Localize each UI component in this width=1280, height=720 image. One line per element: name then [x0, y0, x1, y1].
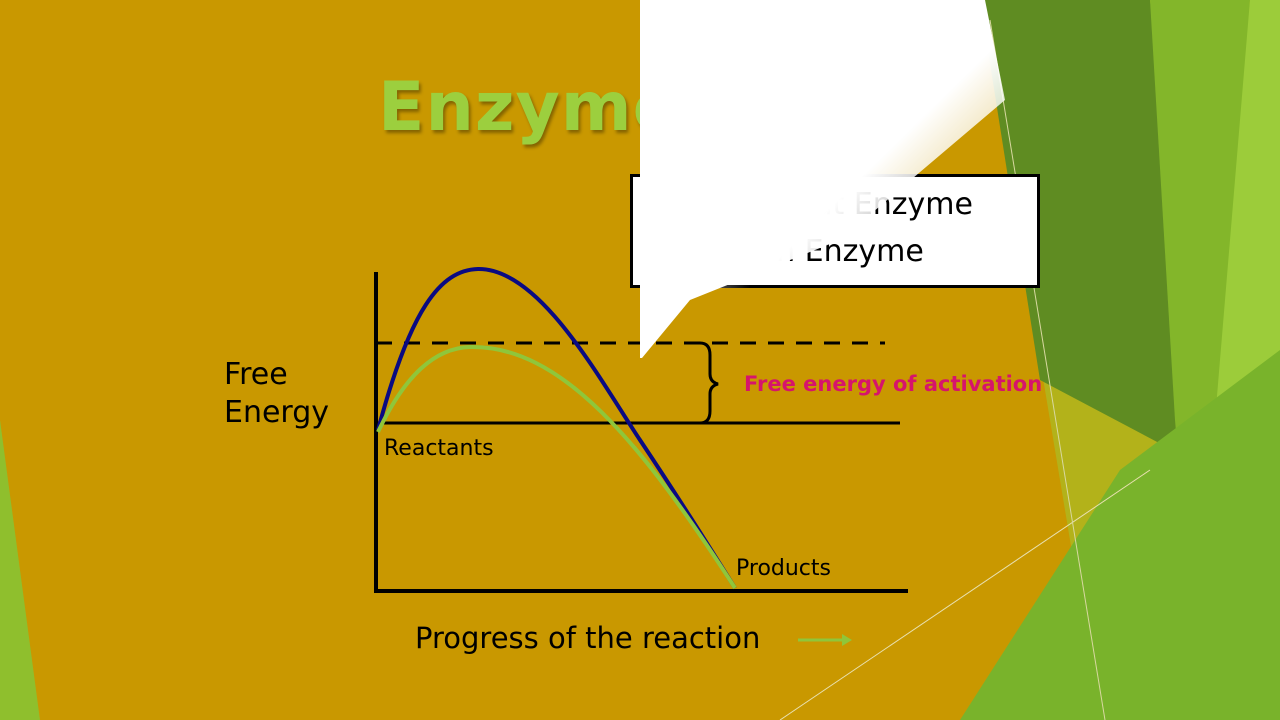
- y-axis-label: Free Energy: [224, 356, 329, 432]
- bg-shape-bottom-green: [960, 350, 1280, 720]
- x-arrow-head: [842, 634, 852, 646]
- without-enzyme-curve: [376, 266, 737, 590]
- bg-thin-line-2: [989, 19, 1106, 720]
- bg-shape-dark-green: [980, 0, 1210, 470]
- y-axis-label-line2: Energy: [224, 395, 330, 430]
- activation-brace: [699, 341, 719, 425]
- bg-shape-green: [1150, 0, 1250, 720]
- page-curl-legend-fade: [640, 178, 750, 288]
- reactants-label: Reactants: [384, 436, 494, 461]
- products-label: Products: [736, 556, 831, 581]
- y-axis-label-line1: Free: [224, 357, 288, 392]
- slide-title: Enzyme: [378, 68, 680, 147]
- bg-shape-left-green: [0, 420, 40, 720]
- activation-label: Free energy of activation: [744, 372, 1043, 396]
- bg-thin-line: [779, 469, 1151, 720]
- with-enzyme-curve: [376, 344, 737, 590]
- x-axis-label: Progress of the reaction: [415, 621, 761, 655]
